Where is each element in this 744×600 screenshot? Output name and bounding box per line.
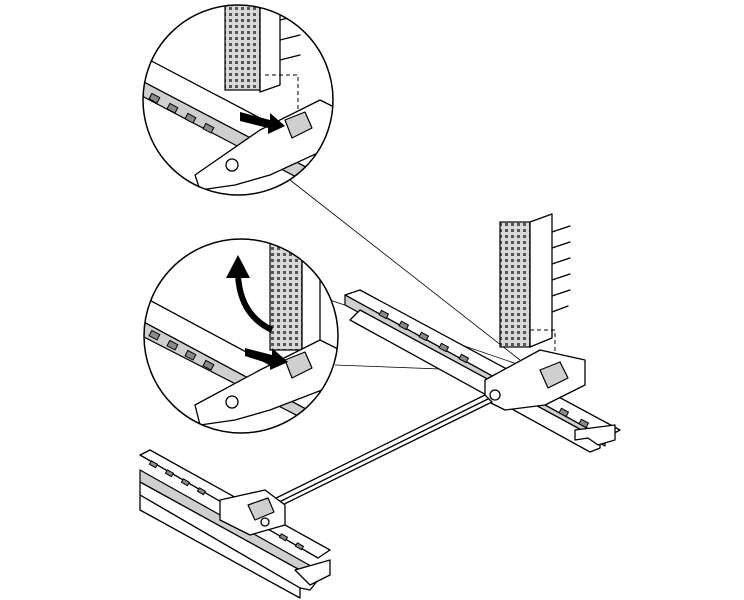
push-arrow-icon [245, 348, 288, 370]
detail-inset-bottom [144, 239, 338, 433]
connector-module [484, 213, 586, 411]
inset-border-top [142, 4, 334, 196]
left-din-rail [139, 449, 331, 599]
push-arrow-icon [240, 112, 285, 134]
inset-border-bottom [143, 238, 339, 434]
rotate-arrow-icon [235, 274, 274, 333]
detail-inset-top [143, 5, 333, 195]
